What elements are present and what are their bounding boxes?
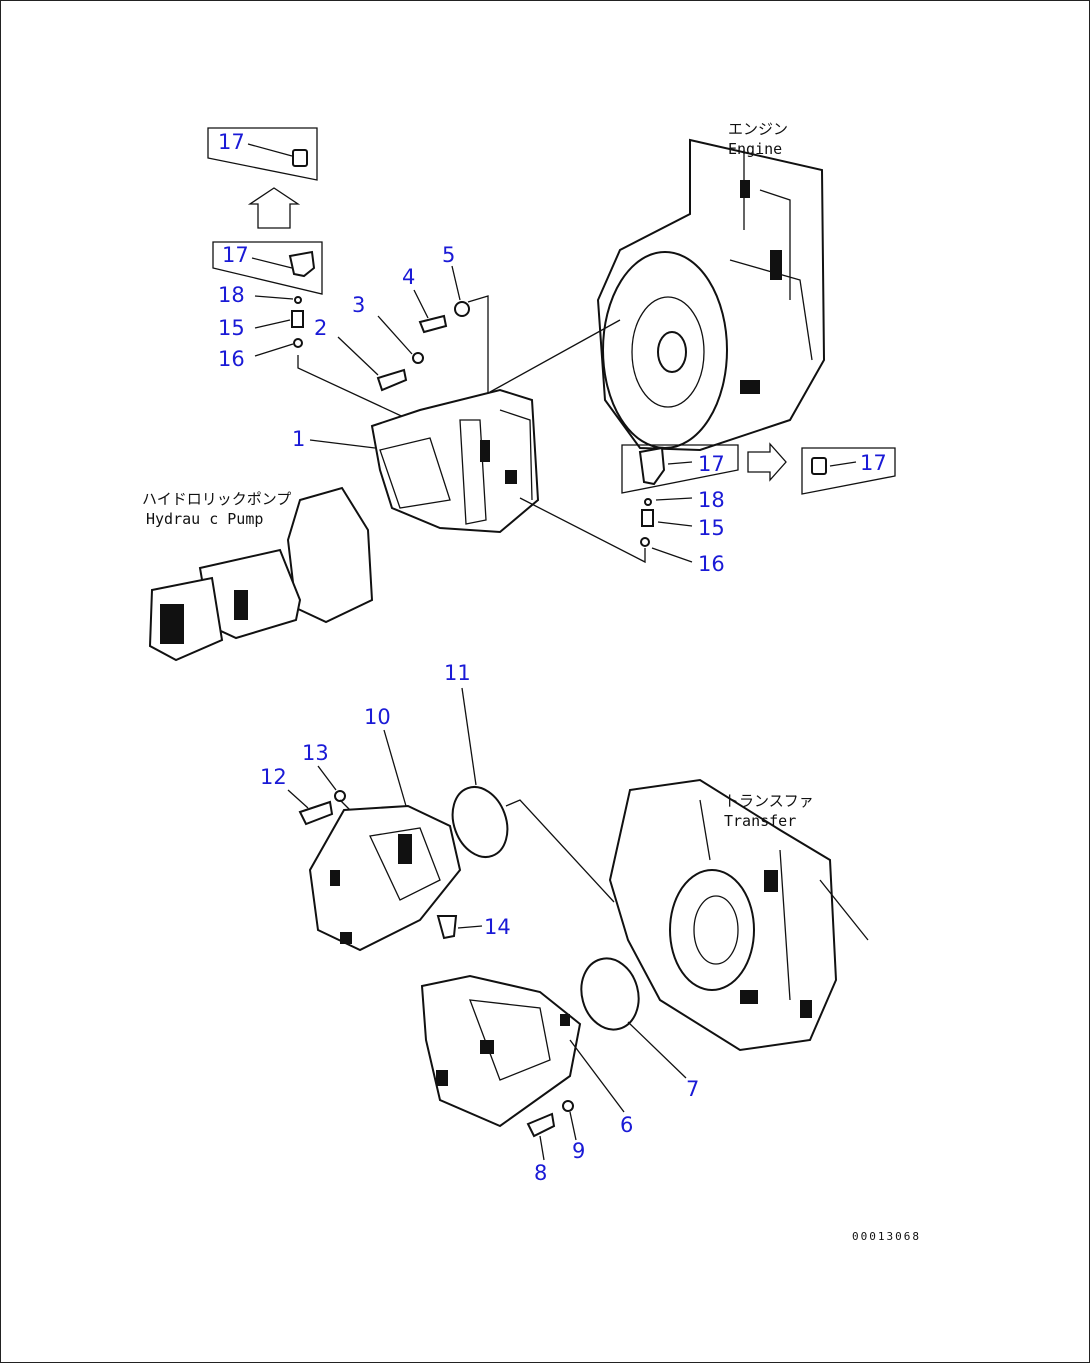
engine-label-jp: エンジン [728,120,788,138]
up-arrow-icon [247,187,301,229]
inset-box-mid-left: 17 [212,241,323,295]
callout-17[interactable]: 17 [218,130,245,154]
callout-1[interactable]: 1 [292,427,305,451]
callout-15[interactable]: 15 [698,516,725,540]
motor-lower [420,974,582,1128]
callout-16[interactable]: 16 [698,552,725,576]
engine-label-en: Engine [728,140,782,158]
inset-box-right-1: 17 [621,444,739,494]
drawing-code: 00013068 [852,1230,921,1243]
callout-11[interactable]: 11 [444,661,471,685]
hydraulic-pump-label-en: Hydrau c Pump [146,510,263,528]
callout-7[interactable]: 7 [686,1077,699,1101]
callout-18[interactable]: 18 [218,283,245,307]
callout-2[interactable]: 2 [314,316,327,340]
callout-8[interactable]: 8 [534,1161,547,1185]
callout-15[interactable]: 15 [218,316,245,340]
callout-6[interactable]: 6 [620,1113,633,1137]
callout-12[interactable]: 12 [260,765,287,789]
pump-assembly [370,388,540,534]
callout-17[interactable]: 17 [222,243,249,267]
transfer: トランスファ Transfer [608,778,869,1052]
callout-3[interactable]: 3 [352,293,365,317]
right-arrow-icon [747,442,787,482]
callout-18[interactable]: 18 [698,488,725,512]
engine: エンジン Engine [596,120,826,452]
callout-5[interactable]: 5 [442,243,455,267]
callout-9[interactable]: 9 [572,1139,585,1163]
motor-upper [308,804,462,952]
inset-box-right-2: 17 [801,447,896,495]
callout-17[interactable]: 17 [698,452,725,476]
callout-16[interactable]: 16 [218,347,245,371]
callout-17[interactable]: 17 [860,451,887,475]
callout-13[interactable]: 13 [302,741,329,765]
callout-10[interactable]: 10 [364,705,391,729]
inset-box-top-left: 17 [207,127,318,181]
transfer-label-jp: トランスファ [724,792,814,810]
callout-14[interactable]: 14 [484,915,511,939]
callout-4[interactable]: 4 [402,265,415,289]
transfer-label-en: Transfer [724,812,796,830]
hydraulic-pump: ハイドロリックポンプ Hydrau c Pump [142,486,374,662]
hydraulic-pump-label-jp: ハイドロリックポンプ [142,490,291,508]
